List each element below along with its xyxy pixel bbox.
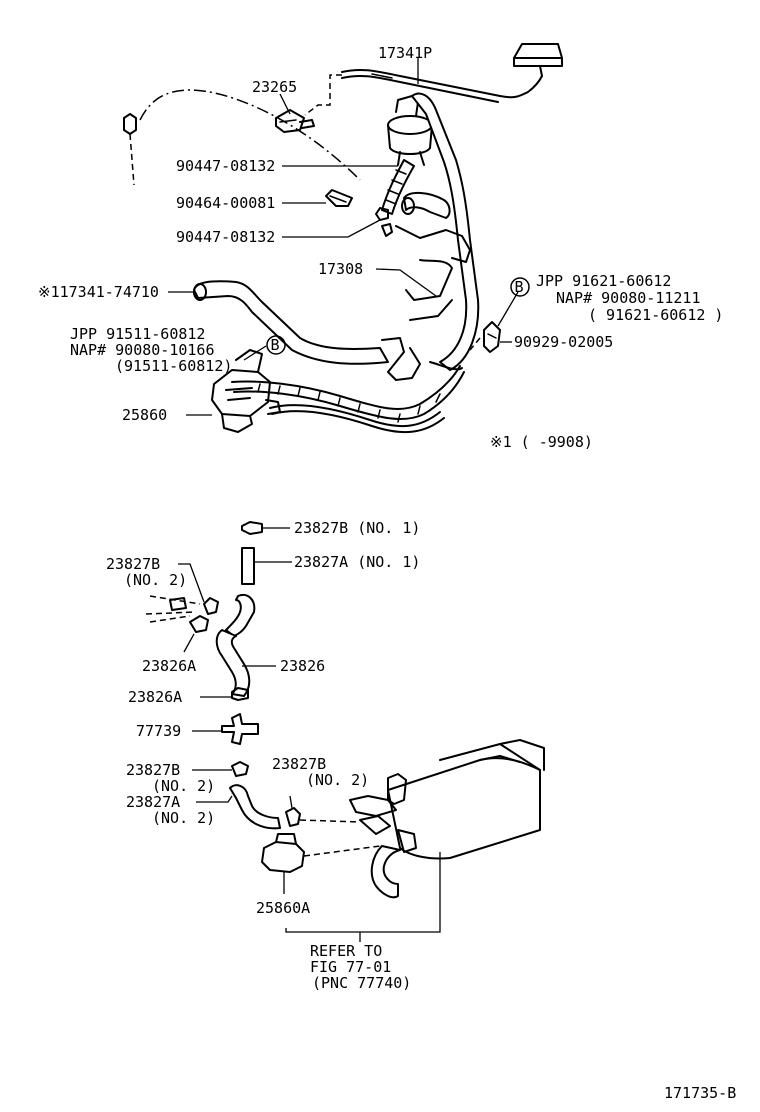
hose-23827a-no1 (241, 547, 255, 585)
label-90447-08132-b: 90447-08132 (176, 228, 275, 246)
label-23826a-mid: 23826A (128, 688, 182, 706)
label-nap-left: NAP# 90080-10166 (70, 341, 215, 359)
sensor-23265 (275, 109, 315, 133)
leader-lines (168, 58, 519, 942)
label-no2-lower-b: (NO. 2) (152, 809, 215, 827)
label-117341-74710: ※117341-74710 (38, 283, 159, 301)
svg-text:B: B (515, 278, 524, 296)
label-90464-00081: 90464-00081 (176, 194, 275, 212)
bolt-90929 (483, 321, 501, 353)
circle-b-right: B (510, 277, 530, 297)
label-paren-left: (91511-60812) (115, 357, 232, 375)
dashed-link-23265 (304, 74, 342, 116)
label-refer-pnc: (PNC 77740) (312, 974, 411, 992)
hose-23827a-no2 (229, 784, 281, 830)
clamp-23826a-mid (231, 687, 249, 701)
clamp-23826a-top (189, 615, 209, 633)
label-23826a-top: 23826A (142, 657, 196, 675)
label-77739: 77739 (136, 722, 181, 740)
circle-b-left: B (266, 335, 286, 355)
clip-23827b-no2-top (145, 595, 219, 623)
hose-group-upper (381, 92, 480, 371)
vacuum-line-left (123, 89, 361, 186)
dashed-link-canister (299, 819, 381, 857)
label-23265: 23265 (252, 78, 297, 96)
hose-23826 (215, 594, 256, 697)
clip-23827b-no1 (241, 521, 263, 535)
label-no2-right: (NO. 2) (306, 771, 369, 789)
svg-text:B: B (271, 336, 280, 354)
label-17341p: 17341P (378, 44, 432, 62)
label-23827b-no1: 23827B (NO. 1) (294, 519, 420, 537)
figure-id: 171735-B (664, 1084, 736, 1102)
label-refer-to: REFER TO (310, 942, 382, 960)
label-note-1: ※1 ( -9908) (490, 433, 593, 451)
label-23827b-no2-top: 23827B (106, 555, 160, 573)
dashed-link-bolt (469, 337, 481, 351)
label-25860: 25860 (122, 406, 167, 424)
clip-23827b-no2-right (285, 807, 301, 827)
label-23827a-no1: 23827A (NO. 1) (294, 553, 420, 571)
label-23826: 23826 (280, 657, 325, 675)
label-90929-02005: 90929-02005 (514, 333, 613, 351)
vsv-25860a (261, 833, 305, 873)
label-23827a-lower: 23827A (126, 793, 180, 811)
label-no2-top: (NO. 2) (124, 571, 187, 589)
label-90447-08132-a: 90447-08132 (176, 157, 275, 175)
fitting-77739 (221, 713, 259, 745)
label-jpp-left: JPP 91511-60812 (70, 325, 205, 343)
label-jpp-right: JPP 91621-60612 (536, 272, 671, 290)
label-17308: 17308 (318, 260, 363, 278)
charcoal-canister (349, 739, 545, 899)
clip-23827b-lower (231, 761, 249, 777)
label-paren-right: ( 91621-60612 ) (588, 306, 723, 324)
label-23827b-right: 23827B (272, 755, 326, 773)
bracket-17308 (395, 225, 471, 321)
label-23827b-lower: 23827B (126, 761, 180, 779)
label-no2-lower-a: (NO. 2) (152, 777, 215, 795)
fitting-17308-lower (381, 337, 463, 381)
clamp-90447-lower (375, 207, 393, 237)
wire-harness-lower (231, 365, 465, 434)
connector-box (513, 43, 563, 77)
label-25860a: 25860A (256, 899, 310, 917)
label-refer-fig: FIG 77-01 (310, 958, 391, 976)
label-nap-right: NAP# 90080-11211 (556, 289, 701, 307)
hose-117341 (193, 280, 389, 365)
clamp-90464 (325, 189, 353, 207)
wire-harness-17341p (341, 68, 543, 103)
